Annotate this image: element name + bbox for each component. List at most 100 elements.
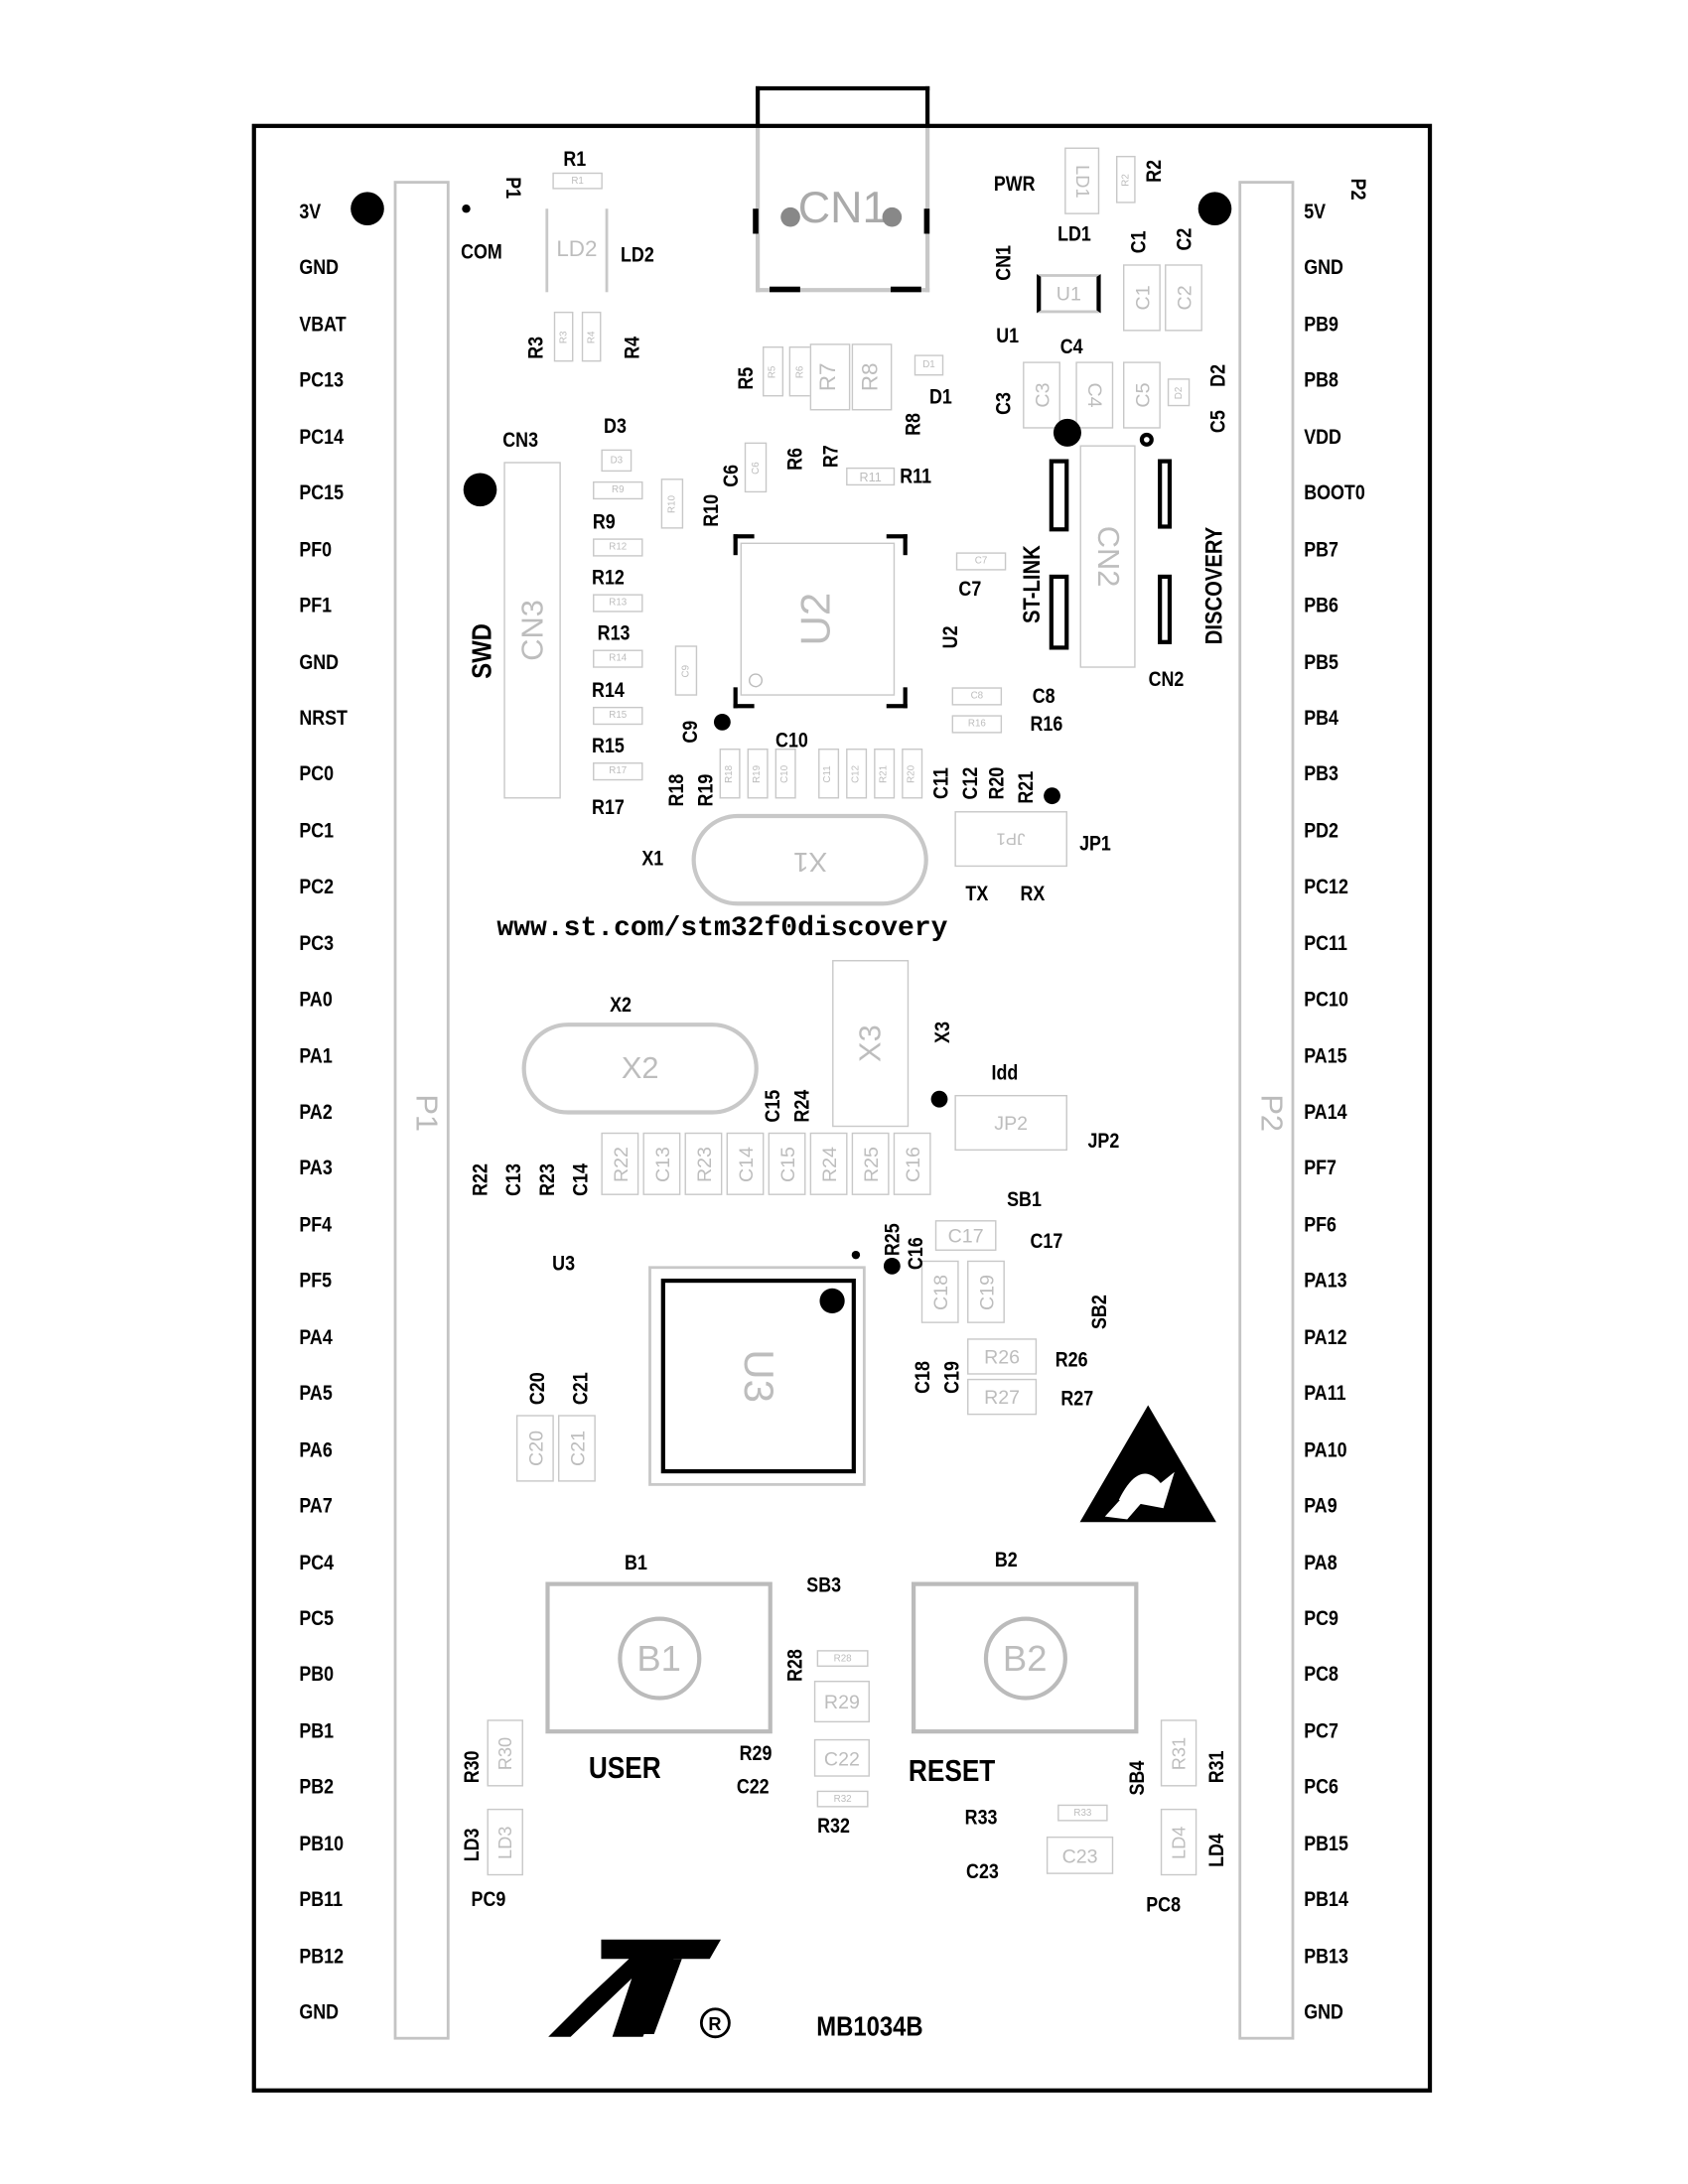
designator-label: C2 (1173, 227, 1197, 251)
pin-label-left: PC3 (299, 931, 335, 956)
part-outline-c3: C3 (1023, 361, 1060, 429)
part-outline-u2: U2 (740, 542, 896, 696)
designator-label: MB1034B (816, 2011, 923, 2043)
part-outline-c7: C7 (955, 552, 1007, 571)
pin-label-left: PB10 (299, 1832, 345, 1856)
part-outline-c12: C12 (846, 749, 868, 799)
designator-label: P1 (500, 177, 525, 200)
part-outline-c4: C4 (1075, 361, 1114, 429)
part-outline-r33: R33 (1057, 1804, 1108, 1822)
part-ref-text: C6 (751, 461, 761, 475)
part-outline-r12: R12 (593, 538, 643, 557)
part-outline-jp2: JP2 (954, 1094, 1067, 1152)
pin1-marker-u3 (819, 1288, 845, 1314)
pin-label-left: PC14 (299, 425, 345, 450)
designator-label: C11 (929, 767, 954, 799)
part-ref-text: C19 (974, 1274, 998, 1310)
designator-label: R16 (1030, 712, 1063, 737)
designator-label: SB1 (1007, 1187, 1042, 1212)
part-outline-c15: C15 (768, 1132, 806, 1195)
pin-label-left: PC5 (299, 1606, 335, 1631)
designator-label: SWD (467, 623, 498, 679)
designator-label: R15 (592, 734, 625, 758)
usb-hole (882, 206, 903, 227)
pin-label-right: PB15 (1304, 1832, 1348, 1856)
part-outline-jp1: JP1 (954, 811, 1067, 868)
part-ref-text: X3 (852, 1024, 888, 1062)
designator-label: COM (461, 240, 502, 265)
pin-label-right: GND (1304, 2000, 1343, 2025)
pin-label-right: PA14 (1304, 1100, 1347, 1125)
designator-label: R4 (621, 336, 644, 359)
designator-label: C6 (719, 464, 744, 487)
designator-label: C15 (761, 1089, 785, 1123)
part-ref-text: D3 (610, 455, 624, 466)
pin-label-right: PF6 (1304, 1212, 1336, 1237)
jumper-slot (1158, 574, 1173, 644)
part-outline-r8: R8 (851, 343, 893, 411)
pin-label-right: PB7 (1304, 537, 1338, 562)
designator-label: CN1 (992, 245, 1017, 281)
part-ref-text: R2 (1120, 173, 1131, 187)
pin1-ring (1139, 432, 1154, 447)
usb-hole (780, 206, 800, 227)
part-ref-text: R28 (833, 1653, 852, 1664)
designator-label: R28 (783, 1649, 807, 1682)
jumper-slot (1158, 459, 1173, 529)
part-ref-text: U3 (734, 1349, 781, 1403)
part-outline-c1: C1 (1123, 264, 1161, 332)
part-ref-text: JP2 (994, 1111, 1029, 1135)
pin-label-right: PB5 (1304, 650, 1338, 675)
designator-label: R5 (734, 366, 759, 390)
designator-label: R24 (790, 1089, 814, 1123)
designator-label: U2 (939, 625, 963, 649)
part-outline-r29: R29 (813, 1681, 870, 1723)
part-outline-c21: C21 (558, 1415, 596, 1482)
part-ref-text: R27 (984, 1385, 1021, 1409)
pin-label-left: PA3 (299, 1157, 333, 1181)
designator-label: PWR (993, 172, 1036, 197)
pin-label-right: PC6 (1304, 1775, 1338, 1800)
part-ref-text: CN2 (1090, 525, 1126, 588)
designator-label: X2 (610, 993, 633, 1018)
part-ref-text: C14 (734, 1146, 757, 1182)
pin-label-left: PB12 (299, 1944, 345, 1969)
part-ref-text: D2 (1174, 385, 1184, 399)
jumper-slot (1049, 574, 1069, 650)
polarity-dot (883, 1257, 901, 1275)
part-ref-text: R3 (558, 330, 569, 343)
designator-label: C20 (525, 1372, 550, 1406)
board-outline (251, 123, 1433, 2093)
part-outline-r32: R32 (816, 1790, 869, 1808)
part-outline-c20: C20 (515, 1415, 554, 1482)
designator-label: C21 (569, 1372, 594, 1406)
designator-label: U3 (552, 1252, 576, 1277)
part-outline-c22: C22 (813, 1738, 870, 1777)
part-ref-text: R18 (725, 764, 735, 783)
part-outline-c18: C18 (920, 1260, 959, 1323)
part-outline-ld4: LD4 (1160, 1808, 1197, 1876)
part-ref-text: D1 (922, 359, 935, 370)
pin-label-right: PB8 (1304, 368, 1338, 393)
part-outline-r2: R2 (1116, 155, 1136, 204)
part-ref-text: C20 (523, 1430, 547, 1466)
designator-label: R11 (900, 465, 932, 488)
part-outline-r31: R31 (1160, 1719, 1197, 1787)
part-outline-c14: C14 (726, 1132, 765, 1195)
part-outline-cn2: CN2 (1079, 445, 1136, 668)
pin-label-left: GND (299, 256, 340, 281)
designator-label: C13 (501, 1163, 526, 1196)
part-outline-b1: B1 (545, 1581, 773, 1734)
designator-label: JP1 (1079, 832, 1111, 856)
designator-label: R29 (739, 1741, 773, 1766)
part-ref-text: U1 (1055, 282, 1081, 305)
designator-label: RESET (908, 1752, 996, 1788)
pin-label-left: PC15 (299, 481, 345, 506)
designator-label: R27 (1060, 1387, 1094, 1412)
part-ref-text: C11 (823, 764, 834, 782)
part-outline-cn3: CN3 (503, 462, 561, 799)
designator-label: D3 (604, 414, 627, 439)
part-outline-r24: R24 (809, 1132, 848, 1195)
pin-label-left: PF0 (299, 537, 333, 562)
part-outline-d2: D2 (1167, 378, 1191, 407)
